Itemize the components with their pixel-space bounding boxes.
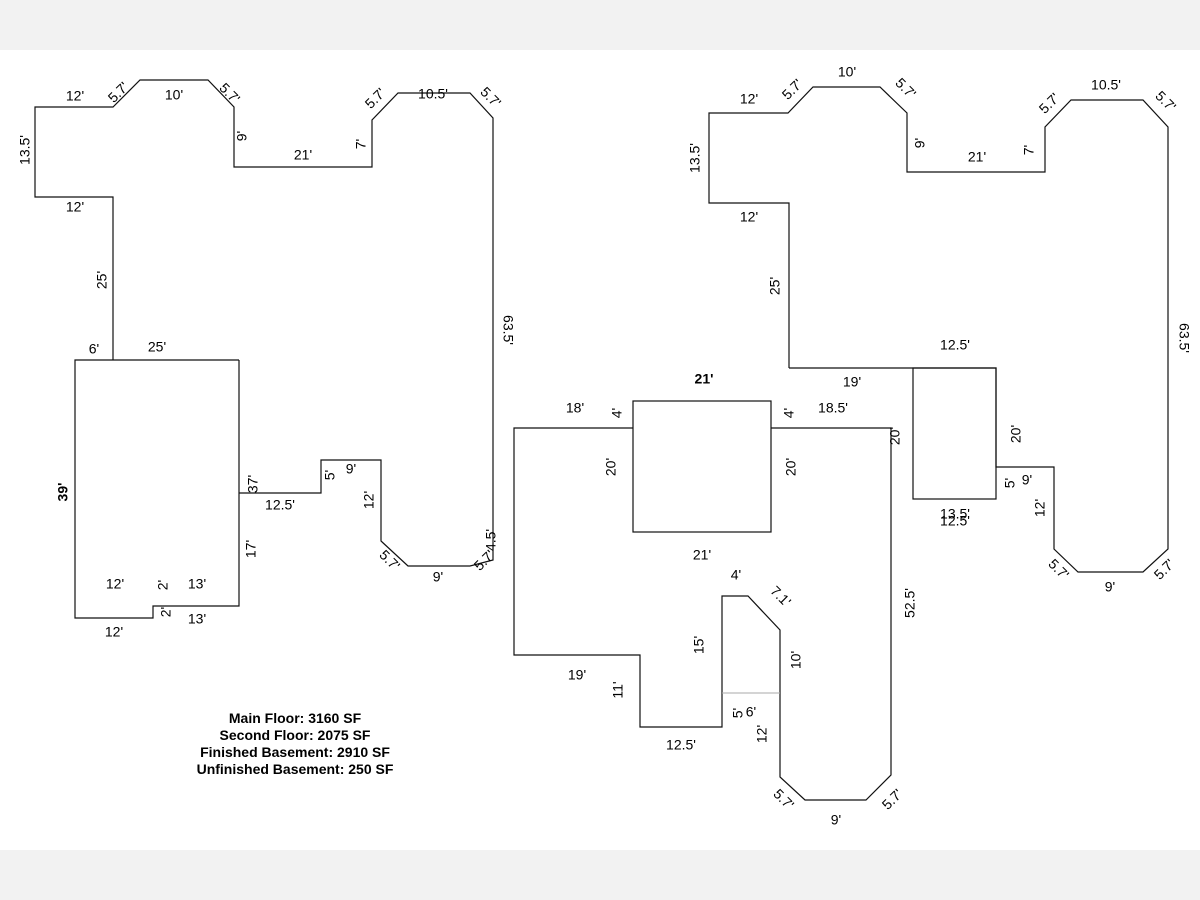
dim-label: 13.5' [940,506,970,522]
dim-label: 2' [155,580,171,590]
dim-label: 21' [294,147,312,163]
dim-label: 5.7' [1152,88,1179,115]
dim-label: 12' [1032,499,1048,517]
right-basement-outline [513,427,892,801]
dim-label: 10' [838,64,856,80]
left-lower-outline [74,359,240,619]
dim-label: 9' [831,812,841,828]
main-floor-area: Main Floor: 3160 SF [228,710,362,726]
dim-label: 7.1' [767,583,794,610]
left-plan [34,79,494,619]
dim-label: 17' [243,540,259,558]
dim-label: 5.7' [1151,556,1178,583]
dim-label: 21' [968,149,986,165]
dim-label: 5' [1002,478,1018,488]
dim-label: 20' [887,427,903,445]
dim-label: 12' [740,91,758,107]
dim-label: 21' [693,547,711,563]
dim-label: 12' [754,725,770,743]
right-dimension-labels: 12' 5.7' 10' 5.7' 13.5' 9' 21' 7' 5.7' 1… [566,64,1192,828]
dim-label: 13.5' [17,135,33,165]
dim-label: 18' [566,400,584,416]
dim-label: 5.7' [879,786,906,813]
dim-label: 9' [433,569,443,585]
dim-label: 63.5' [500,315,516,345]
dim-label: 13' [188,576,206,592]
dim-label: 19' [843,374,861,390]
dim-label: 20' [603,458,619,476]
area-summary: Main Floor: 3160 SF Second Floor: 2075 S… [160,710,430,778]
right-plan [513,86,1169,801]
left-dimension-labels: 12' 5.7' 10' 5.7' 13.5' 9' 21' 7' 5.7' 1… [17,79,517,640]
second-floor-area: Second Floor: 2075 SF [219,727,371,743]
dim-label: 15' [691,636,707,654]
dim-label: 12' [106,576,124,592]
dim-label: 12.5' [940,513,970,529]
dim-label: 12' [66,199,84,215]
dim-label: 13.5' [687,143,703,173]
dim-label: 63.5' [1176,323,1192,353]
dim-label: 12.5' [666,737,696,753]
dim-label: 2' [158,607,174,617]
dim-label: 12.5' [940,337,970,353]
dim-label: 5.7' [216,80,243,107]
dim-label: 9' [912,138,928,148]
dim-label: 9' [234,131,250,141]
dim-label: 21' [695,371,714,387]
dim-label: 10.5' [418,86,448,102]
dim-label: 9' [346,461,356,477]
dim-label: 37' [245,475,261,493]
finished-basement-area: Finished Basement: 2910 SF [200,744,390,760]
dim-label: 5.7' [1045,556,1072,583]
unfinished-basement-area: Unfinished Basement: 250 SF [196,761,394,777]
dim-label: 20' [1008,425,1024,443]
dim-label: 9' [1022,472,1032,488]
dim-label: 5' [322,470,338,480]
dim-label: 7' [353,139,369,149]
dim-label: 5' [730,708,746,718]
dim-label: 9' [1105,579,1115,595]
dim-label: 25' [148,339,166,355]
dim-label: 10' [165,87,183,103]
dim-label: 20' [783,458,799,476]
dim-label: 7' [1021,145,1037,155]
dim-label: 25' [767,277,783,295]
dim-label: 4' [731,567,741,583]
dim-label: 10' [788,651,804,669]
dim-label: 12.5' [265,497,295,513]
dim-label: 6' [746,704,756,720]
left-upper-outline [34,79,494,567]
dim-label: 6' [89,341,99,357]
dim-label: 25' [94,271,110,289]
right-upper-outline [708,86,1169,573]
dim-label: 52.5' [902,588,918,618]
dim-label: 19' [568,667,586,683]
dim-label: 4' [609,408,625,418]
dim-label: 18.5' [818,400,848,416]
dim-label: 5.7' [105,79,132,106]
dim-label: 10.5' [1091,77,1121,93]
dim-label: 4.5' [483,529,499,551]
dim-label: 12' [105,624,123,640]
drawing-sheet [0,50,1200,850]
dim-label: 12' [740,209,758,225]
dim-label: 39' [55,483,71,502]
dim-label: 13' [188,611,206,627]
dim-label: 5.7' [892,75,919,102]
right-inner-room [912,367,997,500]
dim-label: 11' [610,681,626,698]
right-center-room [632,400,772,533]
dim-label: 5.7' [477,84,504,111]
dim-label: 5.7' [376,547,403,574]
dim-label: 12' [361,491,377,509]
dim-label: 12' [66,88,84,104]
dim-label: 4' [781,408,797,418]
